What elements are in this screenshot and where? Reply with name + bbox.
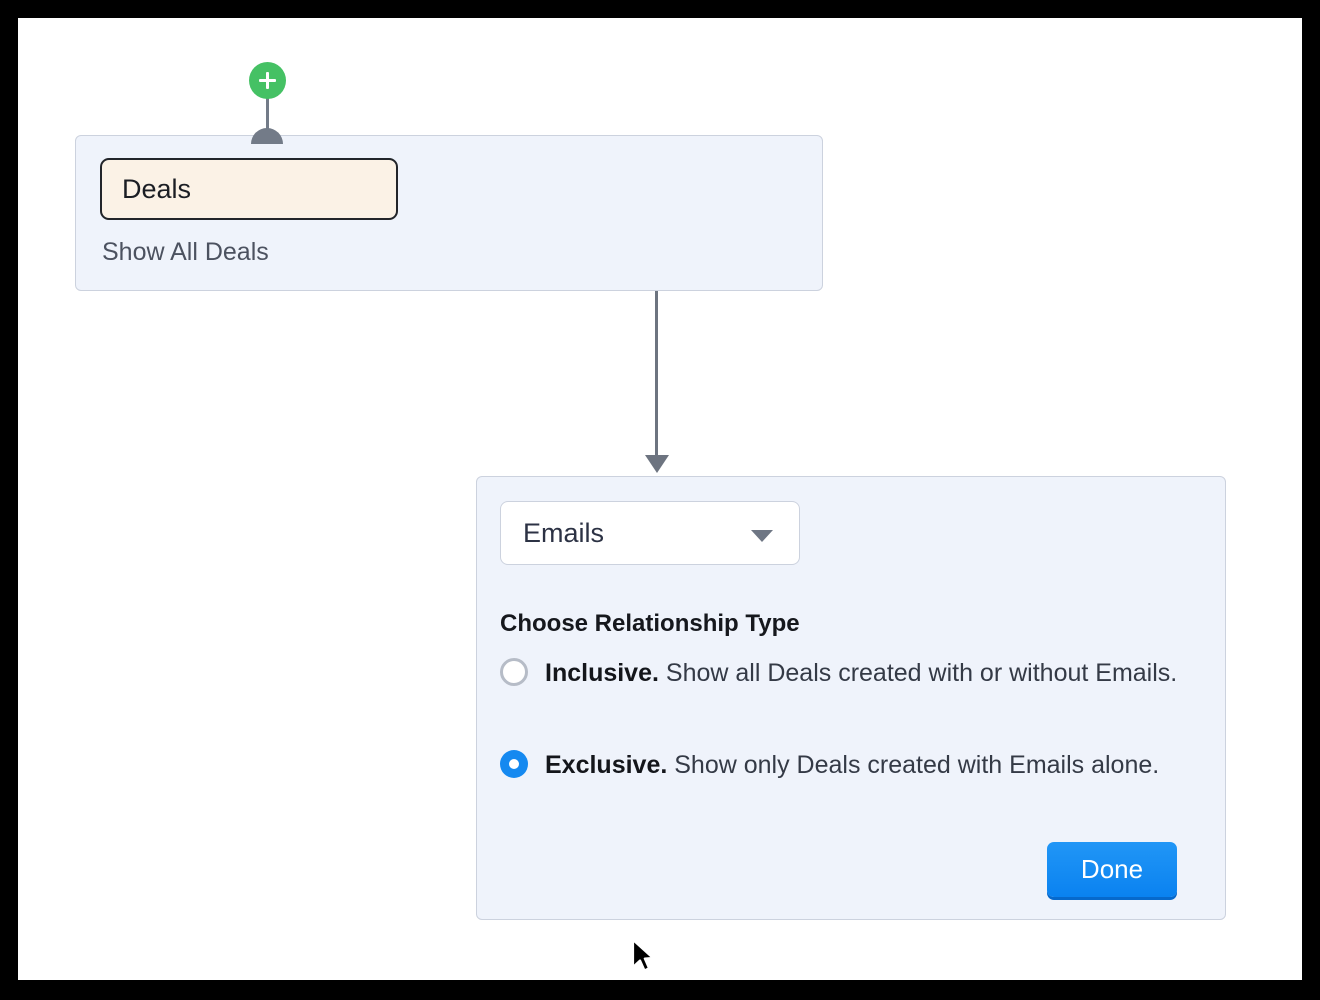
arrow-down-icon [645, 455, 669, 473]
entity-select-dropdown[interactable]: Emails [500, 501, 800, 565]
relationship-panel[interactable]: Emails Choose Relationship Type Inclusiv… [476, 476, 1226, 920]
add-node-stem [266, 90, 269, 140]
radio-icon-inclusive[interactable] [500, 658, 528, 686]
radio-label-inclusive-lead: Inclusive. [545, 659, 659, 687]
radio-label-exclusive-description: Show only Deals created with Emails alon… [667, 751, 1160, 779]
add-node-anchor-dome [251, 128, 283, 144]
flow-canvas[interactable]: Deals Show All Deals Emails Choose Relat… [18, 18, 1302, 980]
radio-label-exclusive: Exclusive. Show only Deals created with … [545, 745, 1159, 786]
connector-line [655, 291, 658, 461]
radio-option-inclusive[interactable]: Inclusive. Show all Deals created with o… [500, 653, 1190, 694]
done-button[interactable]: Done [1047, 842, 1177, 897]
source-node-card[interactable]: Deals Show All Deals [75, 135, 823, 291]
entity-select-value: Emails [523, 517, 605, 548]
source-node-filter-label: Show All Deals [102, 238, 269, 266]
radio-label-inclusive-description: Show all Deals created with or without E… [658, 659, 1178, 687]
flow-connector [645, 291, 669, 477]
radio-option-exclusive[interactable]: Exclusive. Show only Deals created with … [500, 745, 1190, 786]
entity-pill-deals[interactable]: Deals [100, 158, 398, 220]
mouse-pointer-icon [631, 938, 655, 972]
plus-icon[interactable] [249, 62, 286, 99]
relationship-type-heading: Choose Relationship Type [500, 610, 800, 637]
chevron-down-icon [751, 530, 773, 542]
radio-icon-exclusive[interactable] [500, 750, 528, 778]
add-node-cluster [230, 62, 306, 144]
radio-label-inclusive: Inclusive. Show all Deals created with o… [545, 653, 1177, 694]
entity-pill-label: Deals [122, 173, 192, 204]
radio-label-exclusive-lead: Exclusive. [545, 751, 668, 779]
